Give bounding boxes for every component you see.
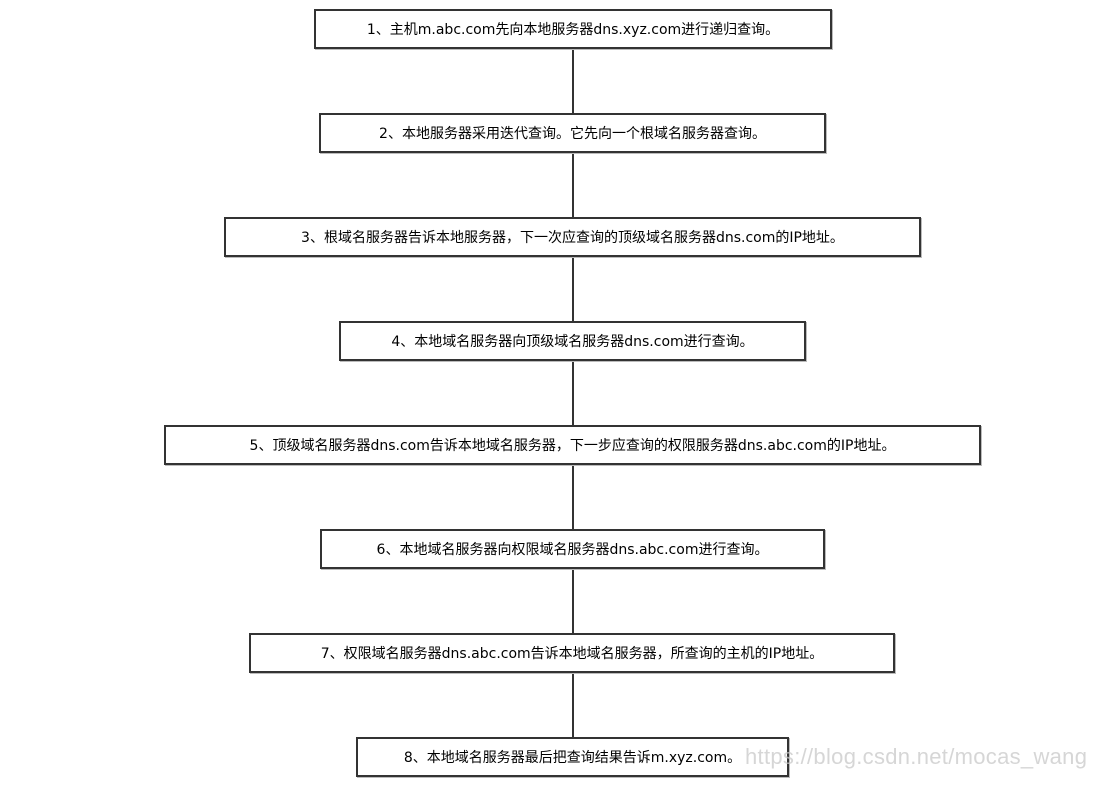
watermark-url: https://blog.csdn.net/mocas_wang — [745, 744, 1088, 769]
step-text-3: 3、根域名服务器告诉本地服务器，下一次应查询的顶级域名服务器dns.com的IP… — [301, 230, 844, 246]
connector-4-5 — [572, 361, 574, 425]
connector-2-3 — [572, 153, 574, 217]
step-box-4: 4、本地域名服务器向顶级域名服务器dns.com进行查询。 — [339, 321, 806, 361]
step-text-2: 2、本地服务器采用迭代查询。它先向一个根域名服务器查询。 — [379, 126, 766, 142]
step-text-7: 7、权限域名服务器dns.abc.com告诉本地域名服务器，所查询的主机的IP地… — [320, 646, 824, 662]
step-text-4: 4、本地域名服务器向顶级域名服务器dns.com进行查询。 — [391, 334, 754, 350]
connector-7-8 — [572, 673, 574, 737]
step-box-8: 8、本地域名服务器最后把查询结果告诉m.xyz.com。 — [356, 737, 789, 777]
connector-6-7 — [572, 569, 574, 633]
step-box-7: 7、权限域名服务器dns.abc.com告诉本地域名服务器，所查询的主机的IP地… — [249, 633, 895, 673]
connector-5-6 — [572, 465, 574, 529]
connector-3-4 — [572, 257, 574, 321]
step-box-1: 1、主机m.abc.com先向本地服务器dns.xyz.com进行递归查询。 — [314, 9, 832, 49]
step-box-2: 2、本地服务器采用迭代查询。它先向一个根域名服务器查询。 — [319, 113, 826, 153]
step-text-6: 6、本地域名服务器向权限域名服务器dns.abc.com进行查询。 — [376, 542, 769, 558]
connector-1-2 — [572, 49, 574, 113]
step-text-1: 1、主机m.abc.com先向本地服务器dns.xyz.com进行递归查询。 — [366, 22, 780, 38]
step-text-8: 8、本地域名服务器最后把查询结果告诉m.xyz.com。 — [403, 750, 742, 766]
step-text-5: 5、顶级域名服务器dns.com告诉本地域名服务器，下一步应查询的权限服务器dn… — [249, 438, 896, 454]
step-box-3: 3、根域名服务器告诉本地服务器，下一次应查询的顶级域名服务器dns.com的IP… — [224, 217, 921, 257]
step-box-6: 6、本地域名服务器向权限域名服务器dns.abc.com进行查询。 — [320, 529, 825, 569]
step-box-5: 5、顶级域名服务器dns.com告诉本地域名服务器，下一步应查询的权限服务器dn… — [164, 425, 981, 465]
